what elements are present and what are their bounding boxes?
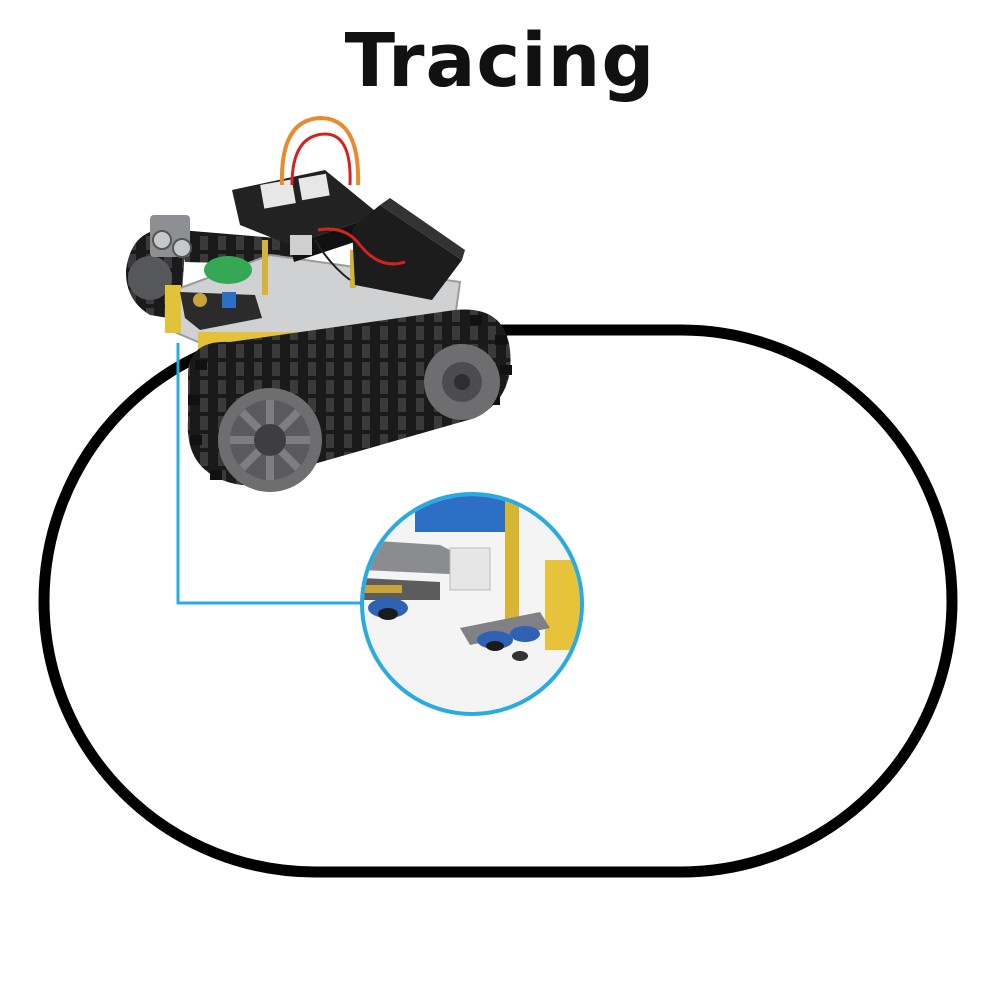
drive-wheel [218, 388, 322, 492]
idler-wheel [424, 344, 500, 420]
tank-robot-icon [125, 115, 512, 492]
callout-connector [176, 343, 362, 605]
zoom-circle-border [360, 492, 584, 716]
line-sensor-icon [360, 492, 584, 716]
page-title: Tracing [344, 18, 656, 104]
